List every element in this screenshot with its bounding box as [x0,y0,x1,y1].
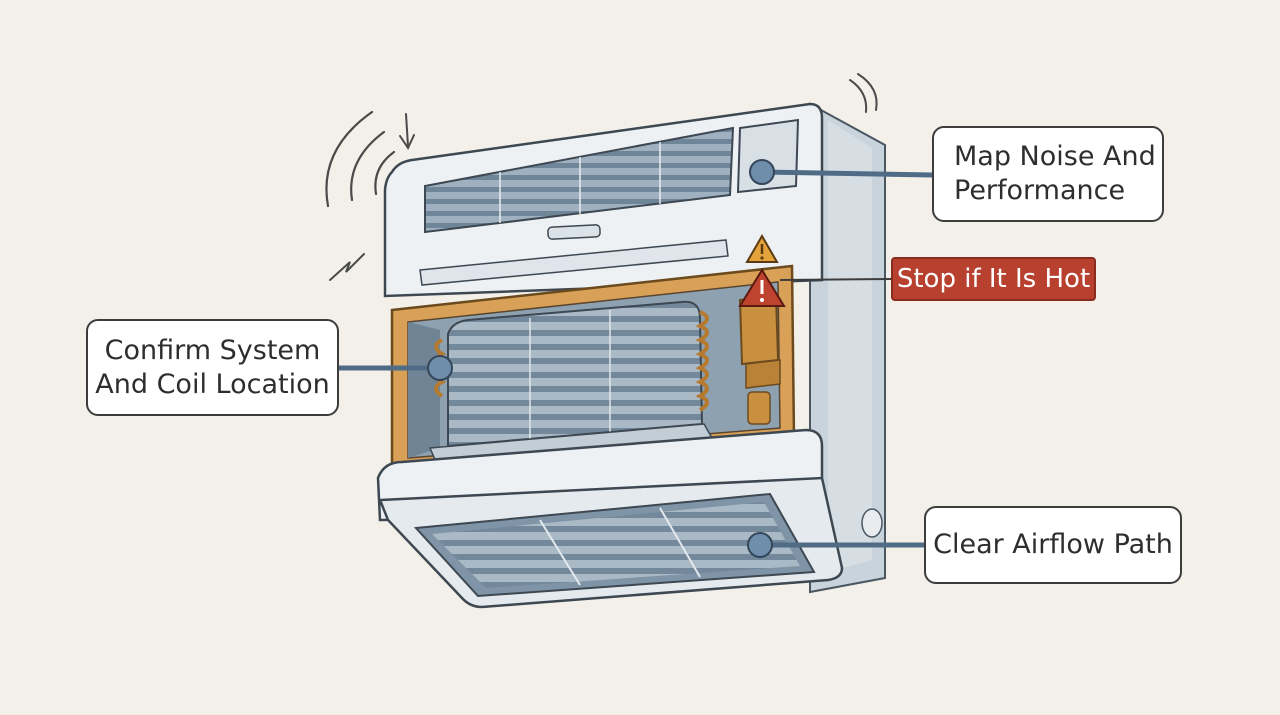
top-vent-grille [424,126,735,234]
callout-clear-airflow-label: Clear Airflow Path [933,529,1173,560]
callout-pointers [339,159,933,558]
evaporator-coil [447,300,704,448]
arrow-down-icon [399,113,415,151]
spark-icon [329,253,365,281]
callout-stop-if-hot: Stop if It Is Hot [891,257,1096,301]
callout-map-noise: Map Noise And Performance [932,126,1164,222]
warning-triangle-icon [745,233,779,263]
callout-stop-if-hot-label: Stop if It Is Hot [896,264,1091,294]
sound-waves-icon [849,73,878,113]
warning-triangle-icon [738,268,786,307]
callout-clear-airflow: Clear Airflow Path [924,506,1182,584]
callout-confirm-coil-line2: And Coil Location [95,368,330,400]
callout-confirm-coil: Confirm System And Coil Location [86,319,339,416]
callout-confirm-coil-line1: Confirm System [104,334,321,366]
callout-map-noise-line2: Performance [954,175,1126,206]
callout-map-noise-line1: Map Noise And [954,141,1156,172]
vibration-waves-icon [325,110,396,208]
